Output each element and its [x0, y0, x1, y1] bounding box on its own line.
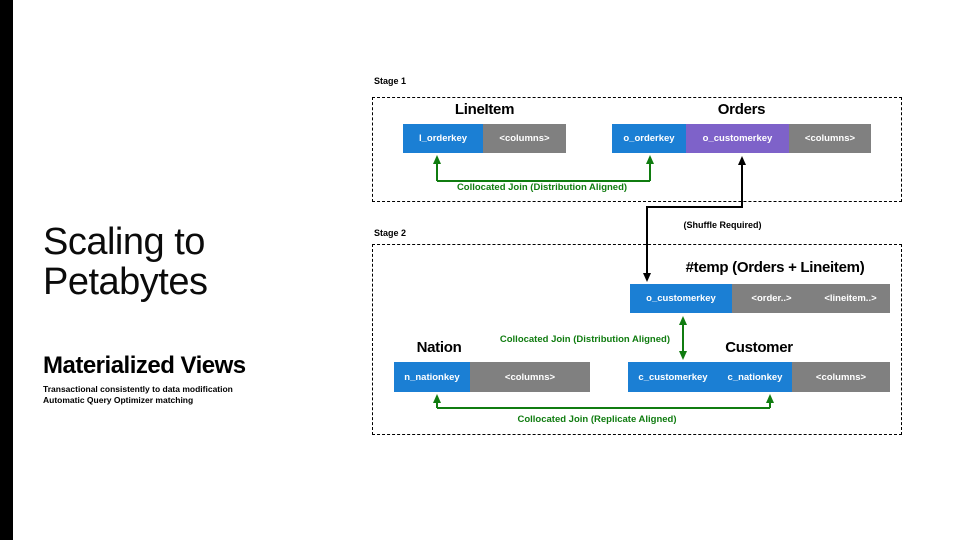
customer-row: c_customerkey c_nationkey <columns>	[628, 362, 890, 392]
lineitem-cell-orderkey: l_orderkey	[403, 124, 483, 153]
bullet-transactional: Transactional consistently to data modif…	[43, 384, 233, 394]
orders-table-title: Orders	[717, 101, 766, 118]
orders-cell-columns: <columns>	[789, 124, 871, 153]
lineitem-cell-columns: <columns>	[483, 124, 566, 153]
stage1-label: Stage 1	[374, 76, 407, 86]
lineitem-row: l_orderkey <columns>	[403, 124, 566, 153]
bullet-automatic: Automatic Query Optimizer matching	[43, 394, 194, 405]
nation-row: n_nationkey <columns>	[394, 362, 590, 392]
stage2-label: Stage 2	[374, 228, 407, 238]
slide-title-line2: Petabytes	[43, 261, 208, 303]
stage1-collocated-join-arrow	[433, 155, 654, 182]
shuffle-arrow	[643, 156, 746, 282]
materialized-views-heading: Materialized Views	[43, 352, 246, 379]
slide-title-line1: Scaling to	[43, 221, 205, 263]
stage2-distribution-join-label: Collocated Join (Distribution Aligned)	[499, 334, 670, 345]
nation-cell-nationkey: n_nationkey	[394, 362, 470, 392]
lineitem-table-title: LineItem	[454, 101, 515, 118]
materialized-views-bullets: Transactional consistently to data modif…	[43, 384, 233, 405]
temp-cell-order: <order..>	[732, 284, 811, 313]
nation-cell-columns: <columns>	[470, 362, 590, 392]
stage2-box	[372, 244, 902, 435]
temp-cell-lineitem: <lineitem..>	[811, 284, 890, 313]
customer-cell-customerkey: c_customerkey	[628, 362, 718, 392]
customer-table-title: Customer	[725, 339, 793, 356]
nation-table-title: Nation	[416, 339, 462, 356]
stage2-replicate-join-label: Collocated Join (Replicate Aligned)	[517, 414, 677, 425]
customer-cell-columns: <columns>	[792, 362, 890, 392]
letterbox-left	[0, 0, 13, 540]
slide-title: Scaling to Petabytes	[43, 222, 208, 302]
orders-cell-customerkey: o_customerkey	[686, 124, 789, 153]
stage2-distribution-join-arrow	[679, 316, 687, 360]
orders-row: o_orderkey o_customerkey <columns>	[612, 124, 871, 153]
orders-cell-orderkey: o_orderkey	[612, 124, 686, 153]
shuffle-required-label: (Shuffle Required)	[683, 220, 762, 230]
stage2-replicate-join-arrow	[433, 394, 774, 409]
temp-cell-customerkey: o_customerkey	[630, 284, 732, 313]
customer-cell-nationkey: c_nationkey	[718, 362, 792, 392]
temp-row: o_customerkey <order..> <lineitem..>	[630, 284, 890, 313]
stage1-box	[372, 97, 902, 202]
temp-table-title: #temp (Orders + Lineitem)	[685, 259, 865, 276]
stage1-join-label: Collocated Join (Distribution Aligned)	[456, 182, 628, 193]
